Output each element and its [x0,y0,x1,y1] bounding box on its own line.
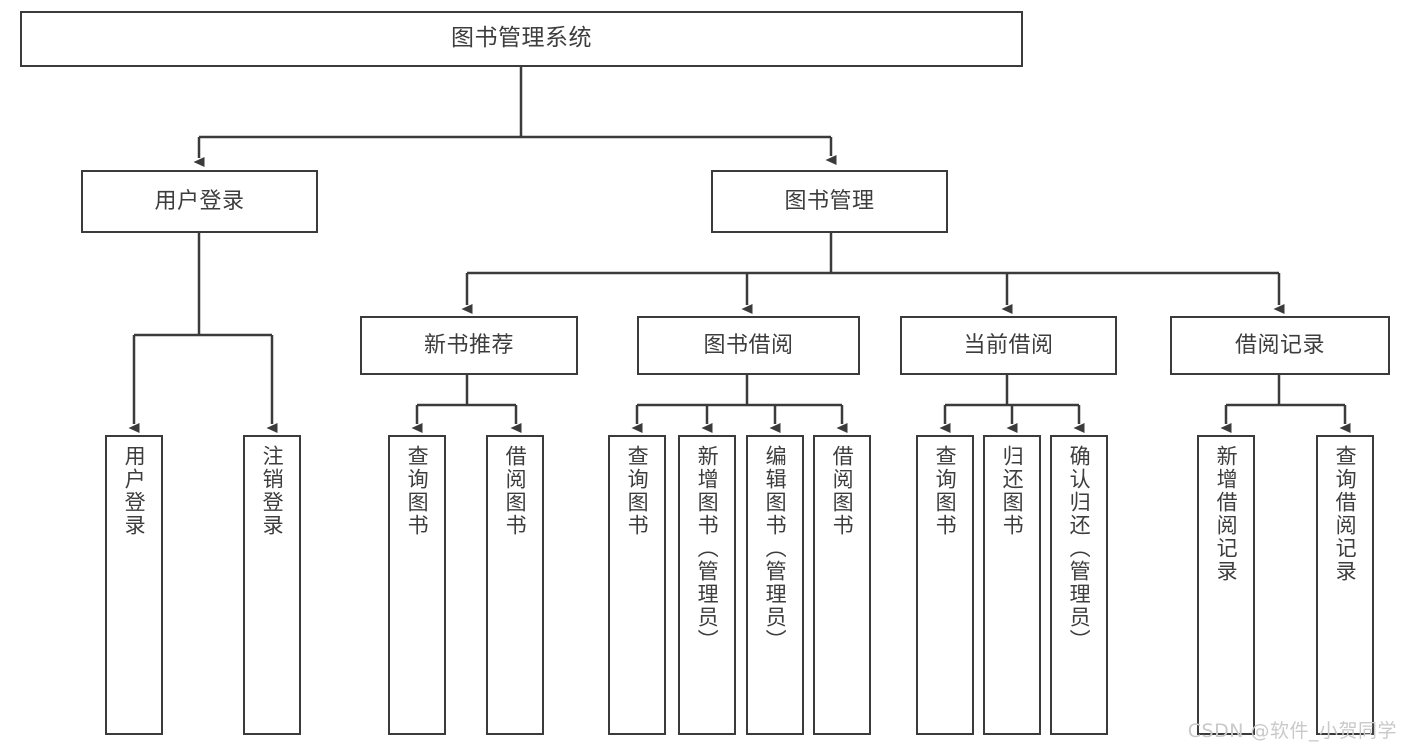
node-leaf-return-book[interactable]: 归还图书 [983,435,1041,735]
node-label: 查询图书 [933,445,958,537]
node-label: 确认归还（管理员） [1067,445,1092,652]
node-label: 借阅图书 [503,445,528,537]
node-leaf-user-login[interactable]: 用户登录 [105,435,163,735]
node-label: 编辑图书（管理员） [763,445,788,652]
node-root-book-management-system[interactable]: 图书管理系统 [20,11,1023,67]
node-user-login[interactable]: 用户登录 [81,170,318,233]
node-leaf-user-logout[interactable]: 注销登录 [243,435,301,735]
node-book-management[interactable]: 图书管理 [711,170,948,233]
node-leaf-borrow-book-new-recommend[interactable]: 借阅图书 [486,435,544,735]
node-borrow-record[interactable]: 借阅记录 [1170,316,1390,375]
node-label: 图书管理 [784,188,875,214]
node-label: 查询图书 [405,445,430,537]
node-label: 新书推荐 [423,332,514,358]
node-label: 图书管理系统 [451,25,592,52]
node-label: 借阅记录 [1234,332,1325,358]
node-book-borrow[interactable]: 图书借阅 [637,316,860,375]
node-leaf-query-borrow-record[interactable]: 查询借阅记录 [1316,435,1374,735]
node-label: 用户登录 [122,445,147,537]
node-label: 图书借阅 [703,332,794,358]
node-label: 借阅图书 [830,445,855,537]
csdn-watermark: CSDN @软件_小贺同学 [1187,720,1397,742]
node-label: 查询图书 [625,445,650,537]
node-current-borrow[interactable]: 当前借阅 [900,316,1117,375]
node-label: 新增图书（管理员） [695,445,720,652]
node-leaf-confirm-return-admin[interactable]: 确认归还（管理员） [1050,435,1108,735]
node-leaf-borrow-book[interactable]: 借阅图书 [813,435,871,735]
node-label: 用户登录 [154,188,245,214]
node-label: 注销登录 [260,445,285,537]
node-label: 查询借阅记录 [1333,445,1358,583]
node-label: 归还图书 [1000,445,1025,537]
node-leaf-query-book-current[interactable]: 查询图书 [916,435,974,735]
node-label: 新增借阅记录 [1214,445,1239,583]
node-leaf-query-book-new-recommend[interactable]: 查询图书 [388,435,446,735]
node-leaf-add-borrow-record[interactable]: 新增借阅记录 [1197,435,1255,735]
node-label: 当前借阅 [963,332,1054,358]
node-leaf-edit-book-admin[interactable]: 编辑图书（管理员） [746,435,804,735]
node-new-book-recommend[interactable]: 新书推荐 [360,316,578,375]
node-leaf-query-book-borrow[interactable]: 查询图书 [608,435,666,735]
node-leaf-add-book-admin[interactable]: 新增图书（管理员） [678,435,736,735]
